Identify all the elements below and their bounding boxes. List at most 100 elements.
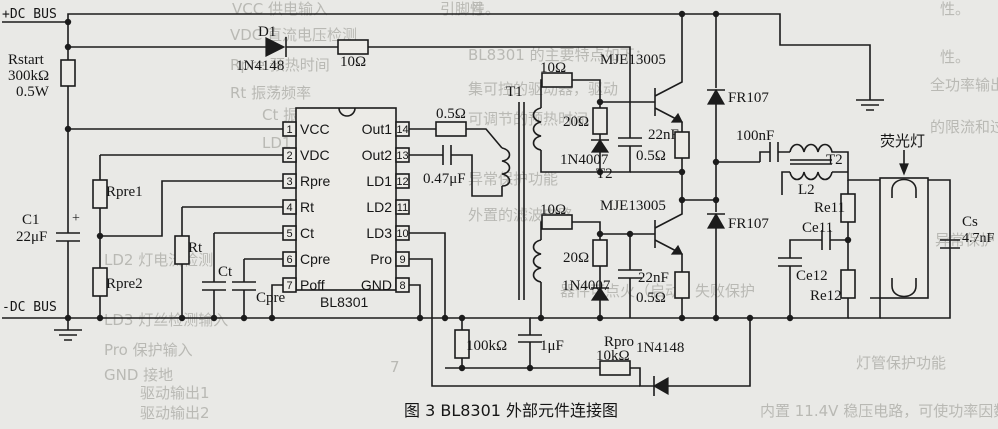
t2-up-label: T2 [596,166,613,182]
chip-pin-name: Cpre [300,251,331,267]
chip-pin-name: Rt [300,199,314,215]
chip-right-wiring: 0.5Ω 0.47μF [409,106,640,387]
chip-pin-number: 11 [397,202,408,214]
cpre-label: Cpre [256,290,286,306]
lower-drive-stage: 10Ω 20Ω 1N4007 22nF MJE13005 0.5Ω [530,198,750,322]
r-out1-value: 0.5Ω [436,106,466,122]
chip-pin-number: 9 [399,254,405,266]
cs-value: 4.7nF [962,231,995,246]
rstart-power: 0.5W [16,84,50,100]
rpre-wire [100,180,283,237]
d1-diode: D1 1N4148 10Ω [64,24,631,138]
poff-wire [271,284,283,318]
fr-low-part: FR107 [728,216,769,232]
bleed-text: GND 接地 [104,366,173,384]
c1-polarity: + [72,211,80,226]
fr107-upper: FR107 [706,10,769,200]
bleed-text: 7 [390,358,400,376]
lamp-filament-top [891,178,917,198]
rt-wire [181,206,283,236]
rstart-value: 300kΩ [8,68,49,84]
c-out2-value: 0.47μF [423,171,466,187]
c100n-value: 100nF [736,128,774,144]
r10-low-value: 10Ω [540,202,566,218]
t1-sec-upper [532,107,542,151]
chip-pin-number: 10 [396,228,408,240]
rstart-resistor: Rstart 300kΩ 0.5W [8,22,76,225]
t1-sec-lower [532,239,542,283]
ct-wire [202,232,283,318]
bleed-text: 驱动输出2 [140,404,210,422]
chip-pin-name: VCC [300,121,330,137]
figure-caption: 图 3 BL8301 外部元件连接图 [404,401,618,420]
rpro-value: 10kΩ [596,348,630,364]
bleed-text: 可调节的预热时间 [468,110,588,128]
c1-name: C1 [22,212,40,228]
chip-pin-name: VDC [300,147,330,163]
q-up-part: MJE13005 [600,52,666,68]
bleed-text: LD3 灯丝检测输入 [104,311,228,329]
lamp-label: 荧光灯 [880,133,925,150]
chip-left-wiring: Rpre1 Rpre2 Rt Ct Cpre [64,125,286,322]
neg-bus-wire [2,317,531,335]
t2-main-label: T2 [826,152,843,168]
bleed-text: VDC 直流电压检测 [230,26,357,44]
rt-label: Rt [188,240,203,256]
chip-pin-name: Rpre [300,173,331,189]
fluorescent-lamp [879,177,929,299]
chip-pin-number: 4 [286,202,292,214]
bleed-text: Rpre 预热时间 [230,56,330,74]
ct-label: Ct [218,264,233,280]
chip-pin-name: Pro [370,251,392,267]
bleed-text: 异常保护功能 [468,170,558,188]
rpro-name: Rpro [604,334,634,350]
chip-pin-number: 3 [286,176,292,188]
bleed-text: 驱动输出1 [140,384,210,402]
re11-label: Re11 [814,200,845,216]
r20-low-value: 20Ω [563,250,589,266]
d1-part: 1N4148 [236,58,284,74]
chip-pin-box-right [395,199,410,215]
c22-low-value: 22nF [638,270,669,286]
q-low-part: MJE13005 [600,198,666,214]
c1-value: 22μF [16,229,47,245]
ground-symbol-right [856,95,884,111]
chip-pin-number: 14 [396,124,408,136]
chip-pin-name: Out2 [362,147,393,163]
rpre1-label: Rpre1 [106,184,143,200]
r05-low-value: 0.5Ω [636,290,666,306]
bleed-text: 灯管保护功能 [856,354,946,372]
chip-pin-box-right [395,173,410,189]
bleed-through-text: 性。 性。 性。 全功率输出 的限流和过流 异常保护 BL8301 的主要特点如… [104,0,998,422]
bleed-text: 性。 [940,0,970,18]
bleed-text: VCC 供电输入 [232,0,328,18]
cs-name: Cs [962,214,978,230]
fr-up-part: FR107 [728,90,769,106]
chip-pin-name: LD1 [366,173,392,189]
chip-pin-name: GND [361,277,392,293]
chip-pin-number: 5 [286,228,292,240]
power-rails: +DC BUS -DC BUS [2,7,884,341]
chip-pin-name: LD2 [366,199,392,215]
bleed-text: 器件可点火（启动）失败保护 [560,282,755,300]
chip-pin-number: 2 [286,150,292,162]
ground-symbol-left [54,329,82,341]
chip-pin-number: 1 [286,124,292,136]
r-top-value: 10Ω [340,54,366,70]
ce12-label: Ce12 [796,268,828,284]
t1-label: T1 [506,84,523,100]
chip-pin-name: Poff [300,277,325,293]
r20-up-value: 20Ω [563,114,589,130]
bleed-text: 性。 [940,48,970,66]
lamp-filament-bottom [891,278,917,298]
bleed-text: Pro 保护输入 [104,341,193,359]
c1u-value: 1μF [540,338,564,354]
bleed-text: 全功率输出 [930,76,998,94]
c1-capacitor: + C1 22μF [16,211,80,318]
cpre-wire [232,258,283,318]
chip-pin-name: Ct [300,225,314,241]
re12-label: Re12 [810,288,842,304]
chip-pin-number: 12 [396,176,408,188]
